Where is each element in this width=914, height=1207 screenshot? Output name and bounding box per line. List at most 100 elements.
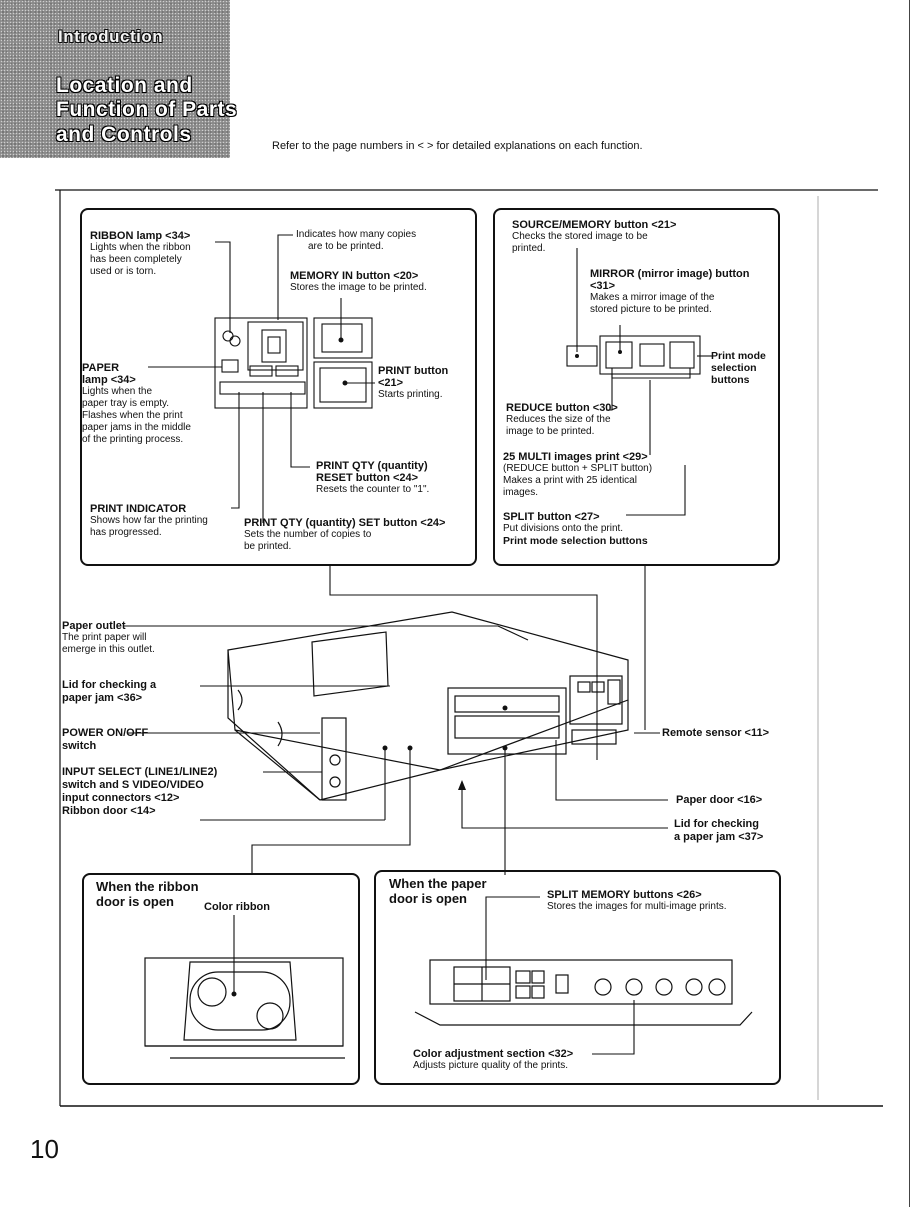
- input-select-label: INPUT SELECT (LINE1/LINE2) switch and S …: [62, 766, 217, 818]
- ribbon-lamp-desc-2: has been completely: [90, 254, 182, 265]
- reduce-desc-2: image to be printed.: [506, 426, 595, 437]
- copies-indicator-desc-1: Indicates how many copies: [296, 229, 417, 240]
- memory-in-title: MEMORY IN button <20>: [290, 270, 419, 282]
- lid-check-right-label: Lid for checking a paper jam <37>: [674, 818, 763, 844]
- reduce-desc-1: Reduces the size of the: [506, 414, 611, 425]
- input-select-line-2: switch and S VIDEO/VIDEO: [62, 779, 204, 791]
- power-switch-title-2: switch: [62, 740, 97, 752]
- mirror-desc-1: Makes a mirror image of the: [590, 292, 715, 303]
- memory-in-label: MEMORY IN button <20> Stores the image t…: [290, 270, 427, 294]
- paper-outlet-title: Paper outlet: [62, 620, 126, 632]
- paper-lamp-desc-3: Flashes when the print: [82, 410, 183, 421]
- power-switch-title-1: POWER ON/OFF: [62, 727, 149, 739]
- color-adjust-desc: Adjusts picture quality of the prints.: [413, 1060, 569, 1071]
- source-memory-desc-2: printed.: [512, 243, 546, 254]
- print-button-label: PRINT button <21> Starts printing.: [378, 365, 448, 401]
- color-ribbon-label: Color ribbon: [204, 901, 270, 913]
- paper-door-label: Paper door <16>: [676, 794, 763, 806]
- print-button-desc: Starts printing.: [378, 389, 443, 400]
- mirror-title-1: MIRROR (mirror image) button: [590, 268, 750, 280]
- print-qty-set-desc-2: be printed.: [244, 541, 292, 552]
- print-indicator-desc-1: Shows how far the printing: [90, 515, 208, 526]
- ribbon-door-open-box: [82, 873, 360, 1085]
- page-right-rule: [909, 0, 910, 1207]
- ribbon-door-open-title-2: door is open: [96, 894, 174, 909]
- paper-lamp-desc-2: paper tray is empty.: [82, 398, 170, 409]
- multi25-desc-2: Makes a print with 25 identical: [503, 475, 637, 486]
- print-indicator-title: PRINT INDICATOR: [90, 503, 187, 515]
- ribbon-lamp-label: RIBBON lamp <34> Lights when the ribbon …: [90, 230, 191, 278]
- split-title: SPLIT button <27>: [503, 511, 600, 523]
- copies-indicator-label: Indicates how many copies are to be prin…: [296, 229, 416, 253]
- print-mode-label: Print mode selection buttons: [711, 350, 766, 386]
- multi25-title: 25 MULTI images print <29>: [503, 451, 648, 463]
- print-mode-label-1: Print mode: [711, 350, 766, 362]
- split-memory-title: SPLIT MEMORY buttons <26>: [547, 889, 702, 901]
- source-memory-title: SOURCE/MEMORY button <21>: [512, 219, 677, 231]
- input-select-line-1: INPUT SELECT (LINE1/LINE2): [62, 766, 218, 778]
- mirror-desc-2: stored picture to be printed.: [590, 304, 712, 315]
- lid-check-title-2: paper jam <36>: [62, 692, 143, 704]
- print-qty-set-label: PRINT QTY (quantity) SET button <24> Set…: [244, 517, 445, 553]
- page-title-line-2: Function of Parts: [56, 98, 238, 121]
- page-number: 10: [30, 1134, 59, 1164]
- paper-lamp-desc-4: paper jams in the middle: [82, 422, 191, 433]
- multi25-label: 25 MULTI images print <29> (REDUCE butto…: [503, 451, 652, 499]
- source-memory-label: SOURCE/MEMORY button <21> Checks the sto…: [512, 219, 676, 255]
- mirror-label: MIRROR (mirror image) button <31> Makes …: [590, 268, 750, 316]
- color-adjust-title: Color adjustment section <32>: [413, 1048, 574, 1060]
- split-memory-desc: Stores the images for multi-image prints…: [547, 901, 727, 912]
- input-select-line-3: input connectors <12>: [62, 792, 180, 804]
- paper-lamp-desc-5: of the printing process.: [82, 434, 184, 445]
- ribbon-lamp-desc-1: Lights when the ribbon: [90, 242, 191, 253]
- print-button-title-1: PRINT button: [378, 365, 449, 377]
- paper-outlet-desc-1: The print paper will: [62, 632, 147, 643]
- ribbon-lamp-title: RIBBON lamp <34>: [90, 230, 191, 242]
- print-qty-reset-label: PRINT QTY (quantity) RESET button <24> R…: [316, 460, 429, 496]
- print-qty-set-title: PRINT QTY (quantity) SET button <24>: [244, 517, 446, 529]
- source-memory-desc-1: Checks the stored image to be: [512, 231, 648, 242]
- paper-lamp-desc-1: Lights when the: [82, 386, 153, 397]
- print-mode-label-2: selection: [711, 362, 757, 374]
- print-qty-reset-title-2: RESET button <24>: [316, 472, 419, 484]
- print-qty-reset-desc: Resets the counter to "1".: [316, 484, 430, 495]
- print-qty-set-desc-1: Sets the number of copies to: [244, 529, 372, 540]
- paper-door-open-title-1: When the paper: [389, 876, 487, 891]
- multi25-desc-3: images.: [503, 487, 539, 498]
- ribbon-lamp-desc-3: used or is torn.: [90, 266, 157, 277]
- memory-in-desc: Stores the image to be printed.: [290, 282, 427, 293]
- print-mode-panel-box: [493, 208, 780, 566]
- mirror-title-2: <31>: [590, 280, 616, 292]
- intro-text: Refer to the page numbers in < > for det…: [272, 140, 643, 152]
- lid-check-title-1: Lid for checking a: [62, 679, 157, 691]
- paper-lamp-title-2: lamp <34>: [82, 374, 136, 386]
- reduce-title: REDUCE button <30>: [506, 402, 618, 414]
- print-indicator-desc-2: has progressed.: [90, 527, 162, 538]
- paper-lamp-label: PAPER lamp <34> Lights when the paper tr…: [82, 362, 191, 446]
- multi25-desc-1: (REDUCE button + SPLIT button): [503, 463, 653, 474]
- split-desc: Put divisions onto the print.: [503, 523, 624, 534]
- lid-check-right-title-2: a paper jam <37>: [674, 831, 764, 843]
- section-label: Introduction: [58, 27, 164, 46]
- page-title-line-1: Location and: [56, 74, 193, 97]
- paper-door-open-title: When the paper door is open: [389, 876, 487, 906]
- split-label: SPLIT button <27> Put divisions onto the…: [503, 511, 648, 547]
- paper-door-open-box: [374, 870, 781, 1085]
- ribbon-door-open-title: When the ribbon door is open: [96, 879, 199, 909]
- ribbon-door-open-title-1: When the ribbon: [96, 879, 199, 894]
- paper-door-open-title-2: door is open: [389, 891, 467, 906]
- copies-indicator-desc-2: are to be printed.: [308, 241, 384, 252]
- print-mode-footer: Print mode selection buttons: [503, 535, 648, 547]
- color-adjust-label: Color adjustment section <32> Adjusts pi…: [413, 1048, 573, 1072]
- print-qty-reset-title-1: PRINT QTY (quantity): [316, 460, 428, 472]
- split-memory-label: SPLIT MEMORY buttons <26> Stores the ima…: [547, 889, 727, 913]
- lid-check-label: Lid for checking a paper jam <36>: [62, 679, 156, 705]
- paper-outlet-label: Paper outlet The print paper will emerge…: [62, 620, 155, 656]
- paper-lamp-title-1: PAPER: [82, 362, 120, 374]
- print-indicator-label: PRINT INDICATOR Shows how far the printi…: [90, 503, 208, 539]
- page-title-line-3: and Controls: [56, 123, 192, 146]
- reduce-label: REDUCE button <30> Reduces the size of t…: [506, 402, 618, 438]
- print-button-title-2: <21>: [378, 377, 404, 389]
- lid-check-right-title-1: Lid for checking: [674, 818, 759, 830]
